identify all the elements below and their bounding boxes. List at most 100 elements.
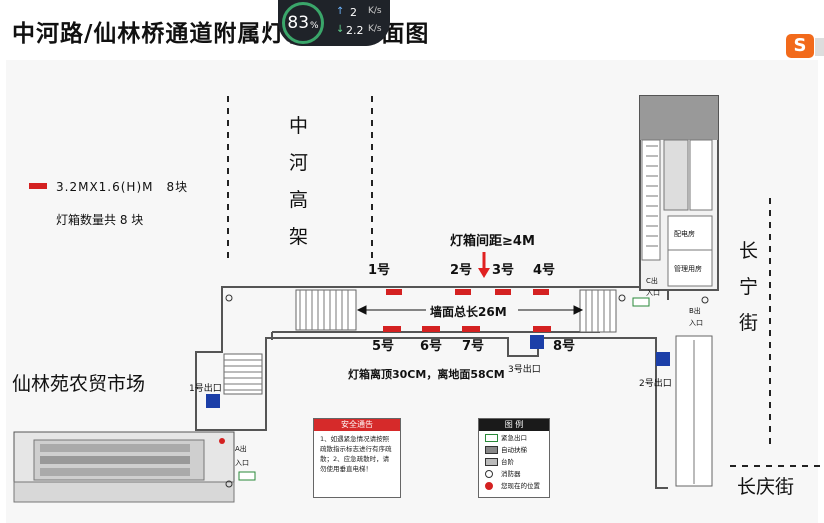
stairs-icon [485,458,498,466]
legend-row: 自动扶梯 [479,443,549,455]
wall-length-arrow [356,305,584,315]
lightbox-4 [533,289,549,295]
north-escalator [641,139,661,261]
market-label: 仙林苑农贸市场 [12,373,146,395]
bottom-wall [195,297,668,489]
legend-header: 图 例 [479,419,549,431]
legend-row: 您现在的位置 [479,479,549,491]
spacing-arrow [478,252,490,278]
exit-b-out: B出 [689,307,701,315]
escalator-icon [485,446,498,454]
safety-notice: 安全通告 1、如遇紧急情况请按照疏散指示标志进行有序疏散；2、应急疏散时，请勿使… [313,418,401,498]
lightbox-label-1: 1号 [368,263,391,278]
lightboxes [29,183,551,332]
exit-signs [238,297,650,481]
exit-a-in: 入口 [235,459,249,467]
power-room-label: 配电房 [674,230,695,238]
height-annotation: 灯箱离顶30CM，离地面58CM [348,368,505,381]
exit-1-label: 1号出口 [189,384,222,394]
upload-speed-unit: K/s [368,6,382,16]
legend-row: 紧急出口 [479,431,549,443]
road-char: 河 [289,152,309,174]
lightbox-label-4: 4号 [533,263,556,278]
safety-notice-header: 安全通告 [314,419,400,431]
fire-extinguisher-icon [485,470,493,478]
legend-label: 自动扶梯 [501,446,527,454]
lightbox-label-3: 3号 [492,263,515,278]
exit-c-out: C出 [646,277,658,285]
changqing-street-label: 长庆街 [737,476,795,498]
power-room [667,215,713,251]
street-char: 长 [739,240,759,262]
elevator-icon-exit1 [206,394,220,408]
market-building [13,431,235,503]
exit-sign-icon [485,434,498,442]
legend-label: 台阶 [501,458,514,466]
spacing-annotation: 灯箱间距≥4M [450,234,535,249]
fire-extinguisher-icon [225,480,233,488]
upload-speed-value: 2 [350,6,357,19]
lightbox-spec: 3.2MX1.6(H)M 8块 [56,180,189,194]
management-room [667,249,713,287]
exit-sign-icon [632,297,650,307]
network-monitor-widget[interactable]: 83% ↑ 2 K/s ↓ 2.2 K/s [278,0,390,46]
lightbox-5 [383,326,401,332]
lightbox-label-2: 2号 [450,263,473,278]
lightbox-3 [495,289,511,295]
street-char: 街 [739,312,759,334]
download-speed-unit: K/s [368,24,382,34]
map-legend: 图 例 紧急出口 自动扶梯 台阶 消防器 您现在的位置 [478,418,550,498]
fire-extinguisher-icon [701,296,709,304]
lightbox-label-5: 5号 [372,339,395,354]
memory-gauge: 83% [282,2,324,44]
safety-notice-body: 1、如遇紧急情况请按照疏散指示标志进行有序疏散；2、应急疏散时，请勿使用垂直电梯… [320,435,392,473]
lightbox-7 [462,326,480,332]
current-position-icon [219,438,225,444]
elevator-icon-exit2 [656,352,670,366]
lightbox-count: 灯箱数量共 8 块 [56,213,144,227]
exit-c-in: 入口 [646,289,660,297]
legend-row: 消防器 [479,467,549,479]
exit-b-in: 入口 [689,319,703,327]
lightbox-6 [422,326,440,332]
sogou-toolbar-edge[interactable] [815,38,824,56]
arrow-up-icon: ↑ [336,6,345,17]
lightbox-label-8: 8号 [553,339,576,354]
stair-west [295,289,357,331]
lightbox-label-6: 6号 [420,339,443,354]
gauge-percent-sign: % [310,21,319,31]
legend-label: 您现在的位置 [501,482,540,490]
road-char: 架 [289,226,309,248]
road-char: 高 [289,189,309,211]
exit-a-out: A出 [235,445,247,453]
lightbox-8 [533,326,551,332]
lightbox-legend-swatch [29,183,47,189]
sogou-input-icon[interactable]: S [786,34,814,58]
wall-length-annotation: 墙面总长26M [430,305,507,319]
gauge-percent: 83 [287,13,310,33]
elevator-icon-exit3 [530,335,544,349]
elevator-icons [206,335,670,408]
road-char: 中 [289,115,309,137]
fire-extinguisher-icon [225,294,233,302]
street-char: 宁 [739,276,759,298]
lightbox-1 [386,289,402,295]
stair-treads [224,145,695,484]
stair-exit1 [223,353,263,395]
lightbox-2 [455,289,471,295]
lightbox-label-7: 7号 [462,339,485,354]
exit-3-label: 3号出口 [508,365,541,375]
fire-extinguisher-icon [618,294,626,302]
exit-2-label: 2号出口 [639,379,672,389]
arrow-down-icon: ↓ [336,24,345,35]
legend-row: 台阶 [479,455,549,467]
north-corridor [663,139,689,211]
north-stair-shaft [640,96,718,140]
current-position-icon [485,482,493,490]
download-speed-value: 2.2 [346,24,364,37]
management-room-label: 管理用房 [674,265,702,273]
legend-label: 紧急出口 [501,434,527,442]
exit-sign-icon [238,471,256,481]
fire-markers [219,294,709,488]
